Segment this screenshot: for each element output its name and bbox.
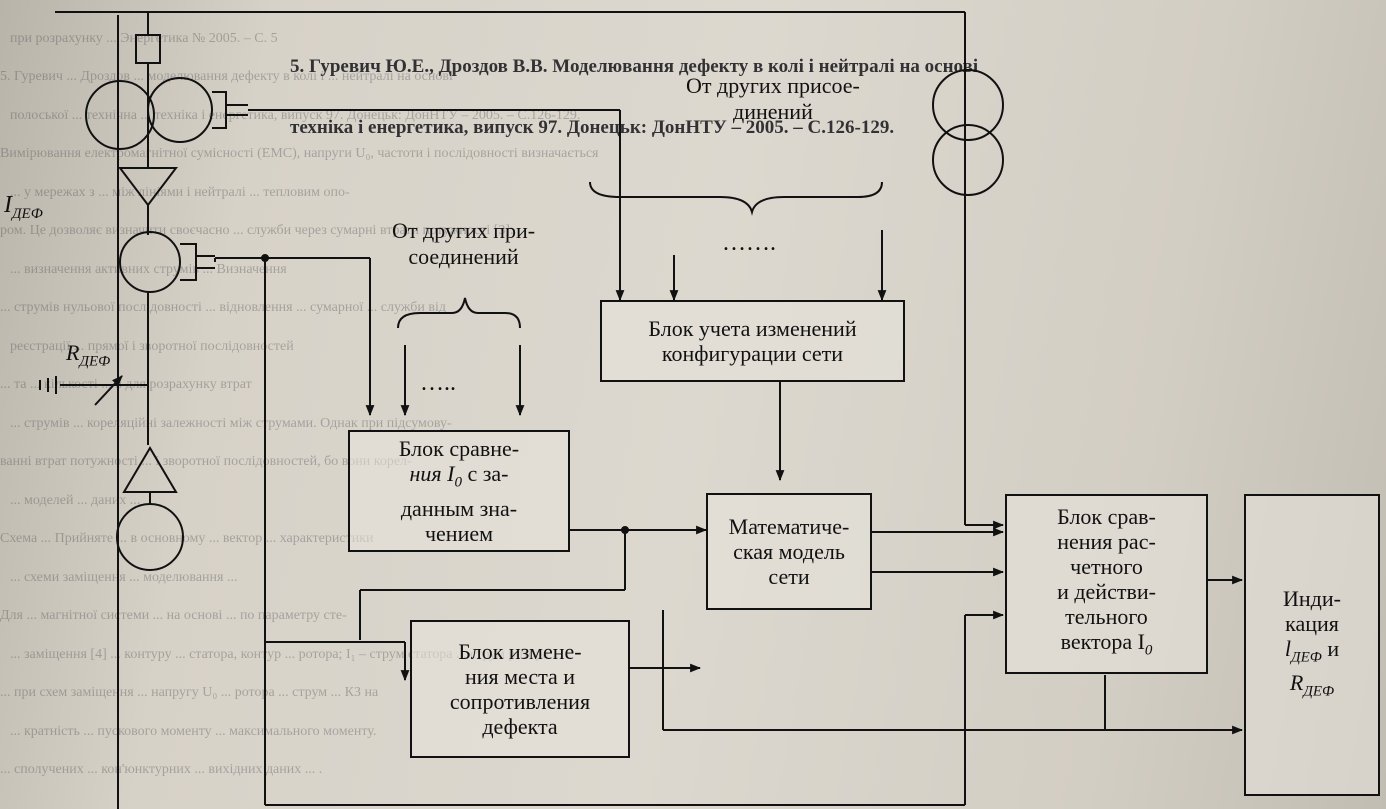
background-text-line: ... при схем заміщення ... напругу U₀ ..…	[0, 685, 379, 700]
transformer-lower-circle	[932, 124, 1004, 196]
background-text-line: Вимірювання електромагнітної сумісності …	[0, 146, 599, 161]
background-text-line: ... у мережах з ... між лініями і нейтра…	[10, 185, 350, 200]
block-config-changes: Блок учета изменений конфигурации сети	[600, 300, 905, 382]
brace-top	[589, 181, 883, 216]
background-text-line: ... кратність ... пускового моменту ... …	[10, 724, 377, 739]
background-text-line: 5. Гуревич ... Дроздов ... моделювання д…	[0, 69, 453, 84]
ct-lower-bracket	[180, 243, 197, 281]
background-text-line: ... струмів нульової послідовності ... в…	[0, 300, 446, 315]
block-compare-i0: Блок сравне- ния I0 с за- данным зна- че…	[348, 430, 570, 552]
background-text-line: ванні втрат потужності ... і зворотної п…	[0, 454, 412, 469]
reference-line-1: 5. Гуревич Ю.Е., Дроздов В.В. Моделюванн…	[290, 56, 979, 77]
background-text-line: Для ... магнітної системи ... на основі …	[0, 608, 347, 623]
ct-left-circle	[85, 80, 155, 150]
junction-dot-1	[261, 254, 269, 262]
dots-left: …..	[420, 370, 456, 396]
ct-lower-circle	[119, 231, 181, 293]
brace-left	[397, 297, 521, 329]
background-text-line: ... схеми заміщення ... моделювання ...	[10, 570, 238, 585]
other-connections-top-label: От других присое- динений	[686, 73, 860, 124]
background-text-line: ... визначення активних струмів ... Визн…	[10, 262, 287, 277]
breaker-symbol	[135, 34, 161, 64]
background-text-line: ром. Це дозволяє визначити своєчасно ...…	[0, 223, 514, 238]
dots-top: …….	[722, 230, 776, 256]
other-connections-left-label: От других при- соединений	[392, 218, 536, 269]
background-text-line: ... сполучених ... кон'юнктурних ... вих…	[0, 762, 323, 777]
block-change-defect: Блок измене- ния места и сопротивления д…	[410, 620, 630, 758]
triangle-up-symbol	[122, 446, 178, 493]
ct-bracket	[212, 91, 227, 129]
transformer-upper-circle	[932, 69, 1004, 141]
resistance-defect-label: RДЕФ	[66, 340, 111, 370]
block-compare-vector: Блок срав- нения рас- четного и действи-…	[1005, 494, 1208, 674]
variable-resistor-arrow	[94, 375, 123, 406]
background-text-line: при розрахунку ... Энергетика № 2005. – …	[10, 31, 278, 46]
background-text-line: ... струмів ... кореляційні залежності м…	[10, 416, 452, 431]
background-text-line: полоської ... технічна ... техніка і ене…	[10, 108, 581, 123]
background-text-line: Схема ... Прийняте ... в основному ... в…	[0, 531, 374, 546]
background-text-line: реєстрації ... прямої і зворотної послід…	[10, 339, 294, 354]
triangle-down-symbol	[117, 167, 179, 207]
current-defect-label: IДЕФ	[4, 192, 43, 222]
load-circle	[116, 503, 184, 571]
ct-right-circle	[147, 77, 213, 143]
block-math-model: Математиче- ская модель сети	[706, 493, 872, 610]
block-indication: Инди- кация lДЕФ и RДЕФ	[1244, 494, 1380, 796]
reference-line-2: техніка і енергетика, випуск 97. Донецьк…	[290, 117, 895, 138]
background-text-line: ... моделей ... даних ...	[10, 493, 141, 508]
